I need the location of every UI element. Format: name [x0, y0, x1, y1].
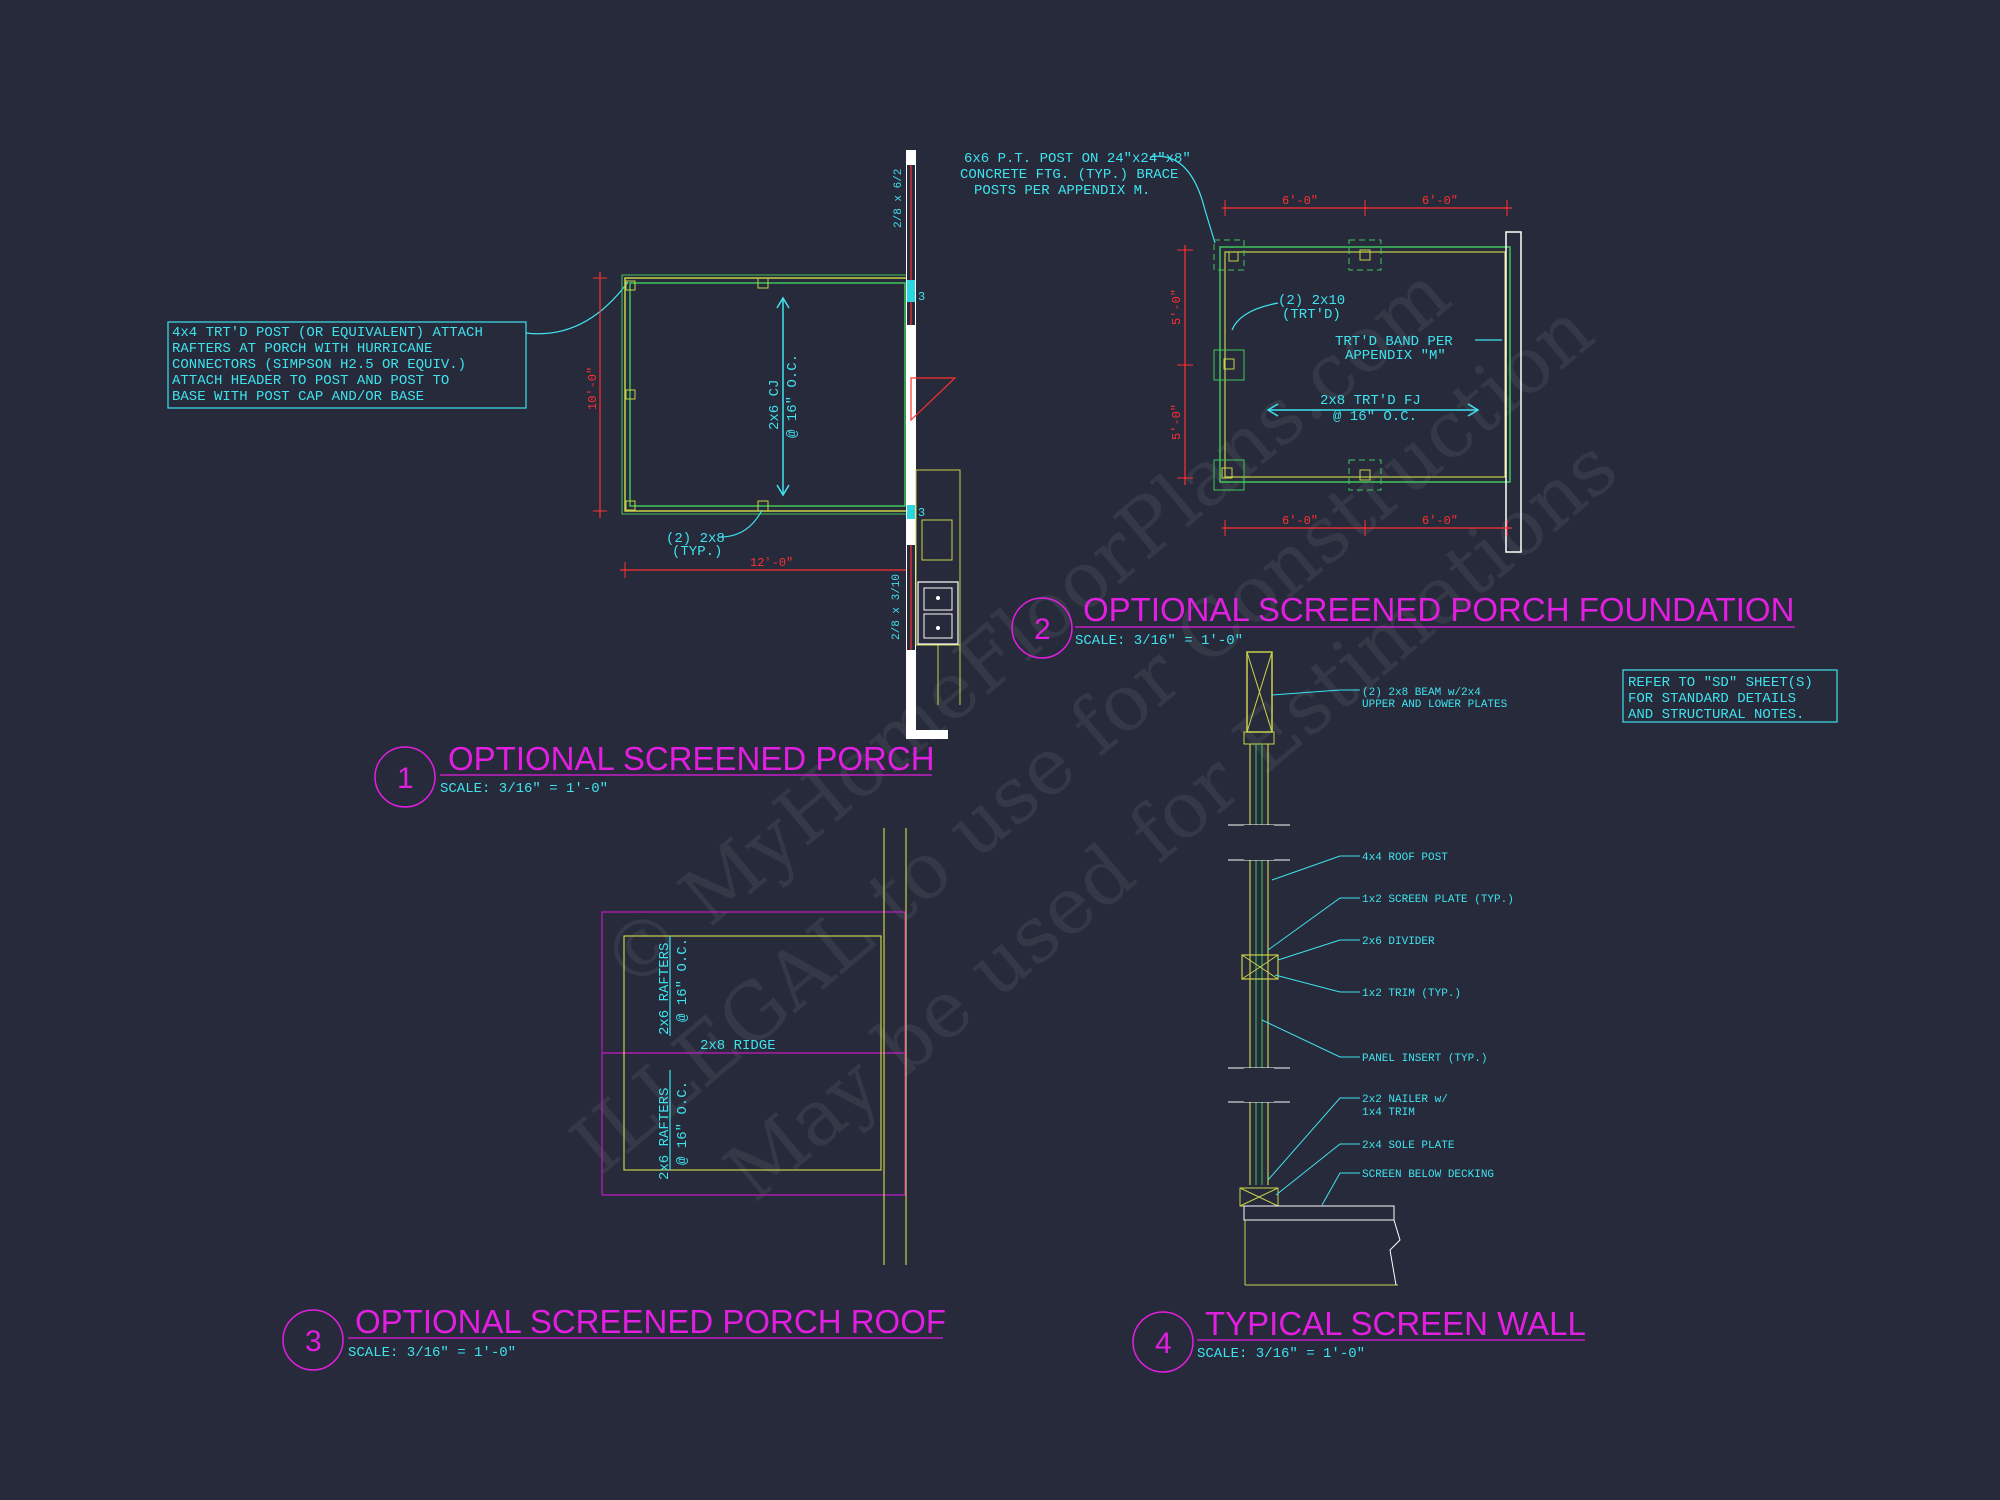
dim-bottom-a: 6'-0"	[1282, 514, 1318, 528]
callout: (2) 2x8 BEAM w/2x4	[1362, 687, 1481, 699]
view-number: 1	[397, 762, 414, 795]
callout: SCREEN BELOW DECKING	[1362, 1169, 1494, 1181]
floor-joist-spacing: @ 16" O.C.	[1333, 409, 1417, 425]
post-marker	[625, 500, 636, 511]
rafter-label: 2x6 RAFTERS	[657, 1088, 673, 1180]
header-label: (2) 2x8	[666, 531, 725, 547]
ridge-label: 2x8 RIDGE	[700, 1038, 776, 1054]
footing	[1213, 459, 1245, 491]
view-title: TYPICAL SCREEN WALL	[1205, 1305, 1586, 1342]
porch-roof: 2x6 RAFTERS @ 16" O.C. 2x6 RAFTERS @ 16"…	[601, 828, 907, 1265]
callout: 2x2 NAILER w/	[1362, 1094, 1448, 1106]
callout: 2x4 SOLE PLATE	[1362, 1140, 1455, 1152]
callout: 4x4 ROOF POST	[1362, 852, 1448, 864]
sink-icon	[917, 581, 959, 645]
marker-3: 3	[918, 290, 925, 304]
ceiling-joist-label: 2x6 CJ	[767, 380, 783, 430]
callout: UPPER AND LOWER PLATES	[1362, 699, 1508, 711]
view-title: OPTIONAL SCREENED PORCH ROOF	[355, 1303, 946, 1340]
band-label: TRT'D BAND PER	[1335, 334, 1453, 350]
porch-note-line: 4x4 TRT'D POST (OR EQUIVALENT) ATTACH	[172, 325, 483, 341]
note-line: POSTS PER APPENDIX M.	[974, 183, 1150, 199]
marker-3: 3	[918, 506, 925, 520]
post-marker	[625, 280, 636, 291]
view-2-title: 2 OPTIONAL SCREENED PORCH FOUNDATION SCA…	[1011, 591, 1795, 659]
note-line: CONCRETE FTG. (TYP.) BRACE	[960, 167, 1178, 183]
porch-note: 4x4 TRT'D POST (OR EQUIVALENT) ATTACH RA…	[172, 325, 483, 405]
beam-label: (2) 2x10	[1278, 293, 1345, 309]
callout: 1x4 TRIM	[1362, 1107, 1415, 1119]
dim-depth: 10'-0"	[586, 367, 600, 410]
callout: 1x2 TRIM (TYP.)	[1362, 988, 1461, 1000]
refer-note-line: AND STRUCTURAL NOTES.	[1628, 707, 1804, 723]
view-title: OPTIONAL SCREENED PORCH	[448, 740, 935, 777]
beam-label-sub: (TRT'D)	[1282, 307, 1341, 323]
view-number: 3	[305, 1325, 322, 1358]
view-number: 2	[1034, 613, 1051, 646]
rafter-spacing: @ 16" O.C.	[675, 1081, 691, 1165]
header-label-typ: (TYP.)	[672, 544, 722, 560]
dim-bottom-b: 6'-0"	[1422, 514, 1458, 528]
floor-joist-label: 2x8 TRT'D FJ	[1320, 393, 1421, 409]
porch-foundation: 6x6 P.T. POST ON 24"x24"x8" CONCRETE FTG…	[960, 151, 1522, 553]
view-number: 4	[1155, 1327, 1172, 1360]
leader-line	[525, 281, 629, 335]
post-marker	[757, 277, 769, 289]
dim-side-a: 5'-0"	[1170, 289, 1184, 325]
callout: 1x2 SCREEN PLATE (TYP.)	[1362, 894, 1514, 906]
note-line: 6x6 P.T. POST ON 24"x24"x8"	[964, 151, 1191, 167]
rafter-spacing: @ 16" O.C.	[675, 938, 691, 1022]
foundation-post-note: 6x6 P.T. POST ON 24"x24"x8" CONCRETE FTG…	[960, 151, 1191, 199]
view-scale: SCALE: 3/16" = 1'-0"	[348, 1345, 516, 1361]
view-scale: SCALE: 3/16" = 1'-0"	[1197, 1346, 1365, 1362]
porch-note-line: CONNECTORS (SIMPSON H2.5 OR EQUIV.)	[172, 357, 466, 373]
view-scale: SCALE: 3/16" = 1'-0"	[440, 781, 608, 797]
view-1-title: 1 OPTIONAL SCREENED PORCH SCALE: 3/16" =…	[374, 740, 935, 808]
ceiling-joist-spacing: @ 16" O.C.	[785, 354, 801, 438]
refer-note: REFER TO "SD" SHEET(S) FOR STANDARD DETA…	[1622, 669, 1838, 723]
footing	[1348, 459, 1382, 491]
refer-note-line: REFER TO "SD" SHEET(S)	[1628, 675, 1813, 691]
view-title: OPTIONAL SCREENED PORCH FOUNDATION	[1083, 591, 1794, 628]
refer-note-line: FOR STANDARD DETAILS	[1628, 691, 1796, 707]
view-4-title: 4 TYPICAL SCREEN WALL SCALE: 3/16" = 1'-…	[1132, 1305, 1586, 1373]
porch-note-line: BASE WITH POST CAP AND/OR BASE	[172, 389, 424, 405]
view-3-title: 3 OPTIONAL SCREENED PORCH ROOF SCALE: 3/…	[282, 1303, 946, 1371]
porch-note-line: RAFTERS AT PORCH WITH HURRICANE	[172, 341, 432, 357]
post-marker	[625, 389, 636, 400]
view-scale: SCALE: 3/16" = 1'-0"	[1075, 633, 1243, 649]
footing	[1213, 239, 1245, 271]
post-marker	[757, 500, 769, 512]
door-size-top: 2/8 x 6/2	[893, 169, 905, 228]
screen-wall-section: (2) 2x8 BEAM w/2x4 UPPER AND LOWER PLATE…	[1228, 651, 1514, 1286]
porch-plan: 4x4 TRT'D POST (OR EQUIVALENT) ATTACH RA…	[167, 150, 961, 739]
callout: 2x6 DIVIDER	[1362, 936, 1435, 948]
dim-top-a: 6'-0"	[1282, 194, 1318, 208]
porch-note-line: ATTACH HEADER TO POST AND POST TO	[172, 373, 449, 389]
house-wall	[1505, 231, 1522, 553]
dim-side-b: 5'-0"	[1170, 404, 1184, 440]
screen-wall-callouts: (2) 2x8 BEAM w/2x4 UPPER AND LOWER PLATE…	[1362, 687, 1514, 1181]
callout: PANEL INSERT (TYP.)	[1362, 1053, 1487, 1065]
door-size-bottom: 2/8 x 3/10	[891, 574, 903, 640]
dim-top-b: 6'-0"	[1422, 194, 1458, 208]
rafter-label: 2x6 RAFTERS	[657, 943, 673, 1035]
footing	[1348, 239, 1382, 271]
footing	[1213, 349, 1245, 381]
band-label-sub: APPENDIX "M"	[1345, 348, 1446, 364]
dim-width: 12'-0"	[750, 556, 793, 570]
